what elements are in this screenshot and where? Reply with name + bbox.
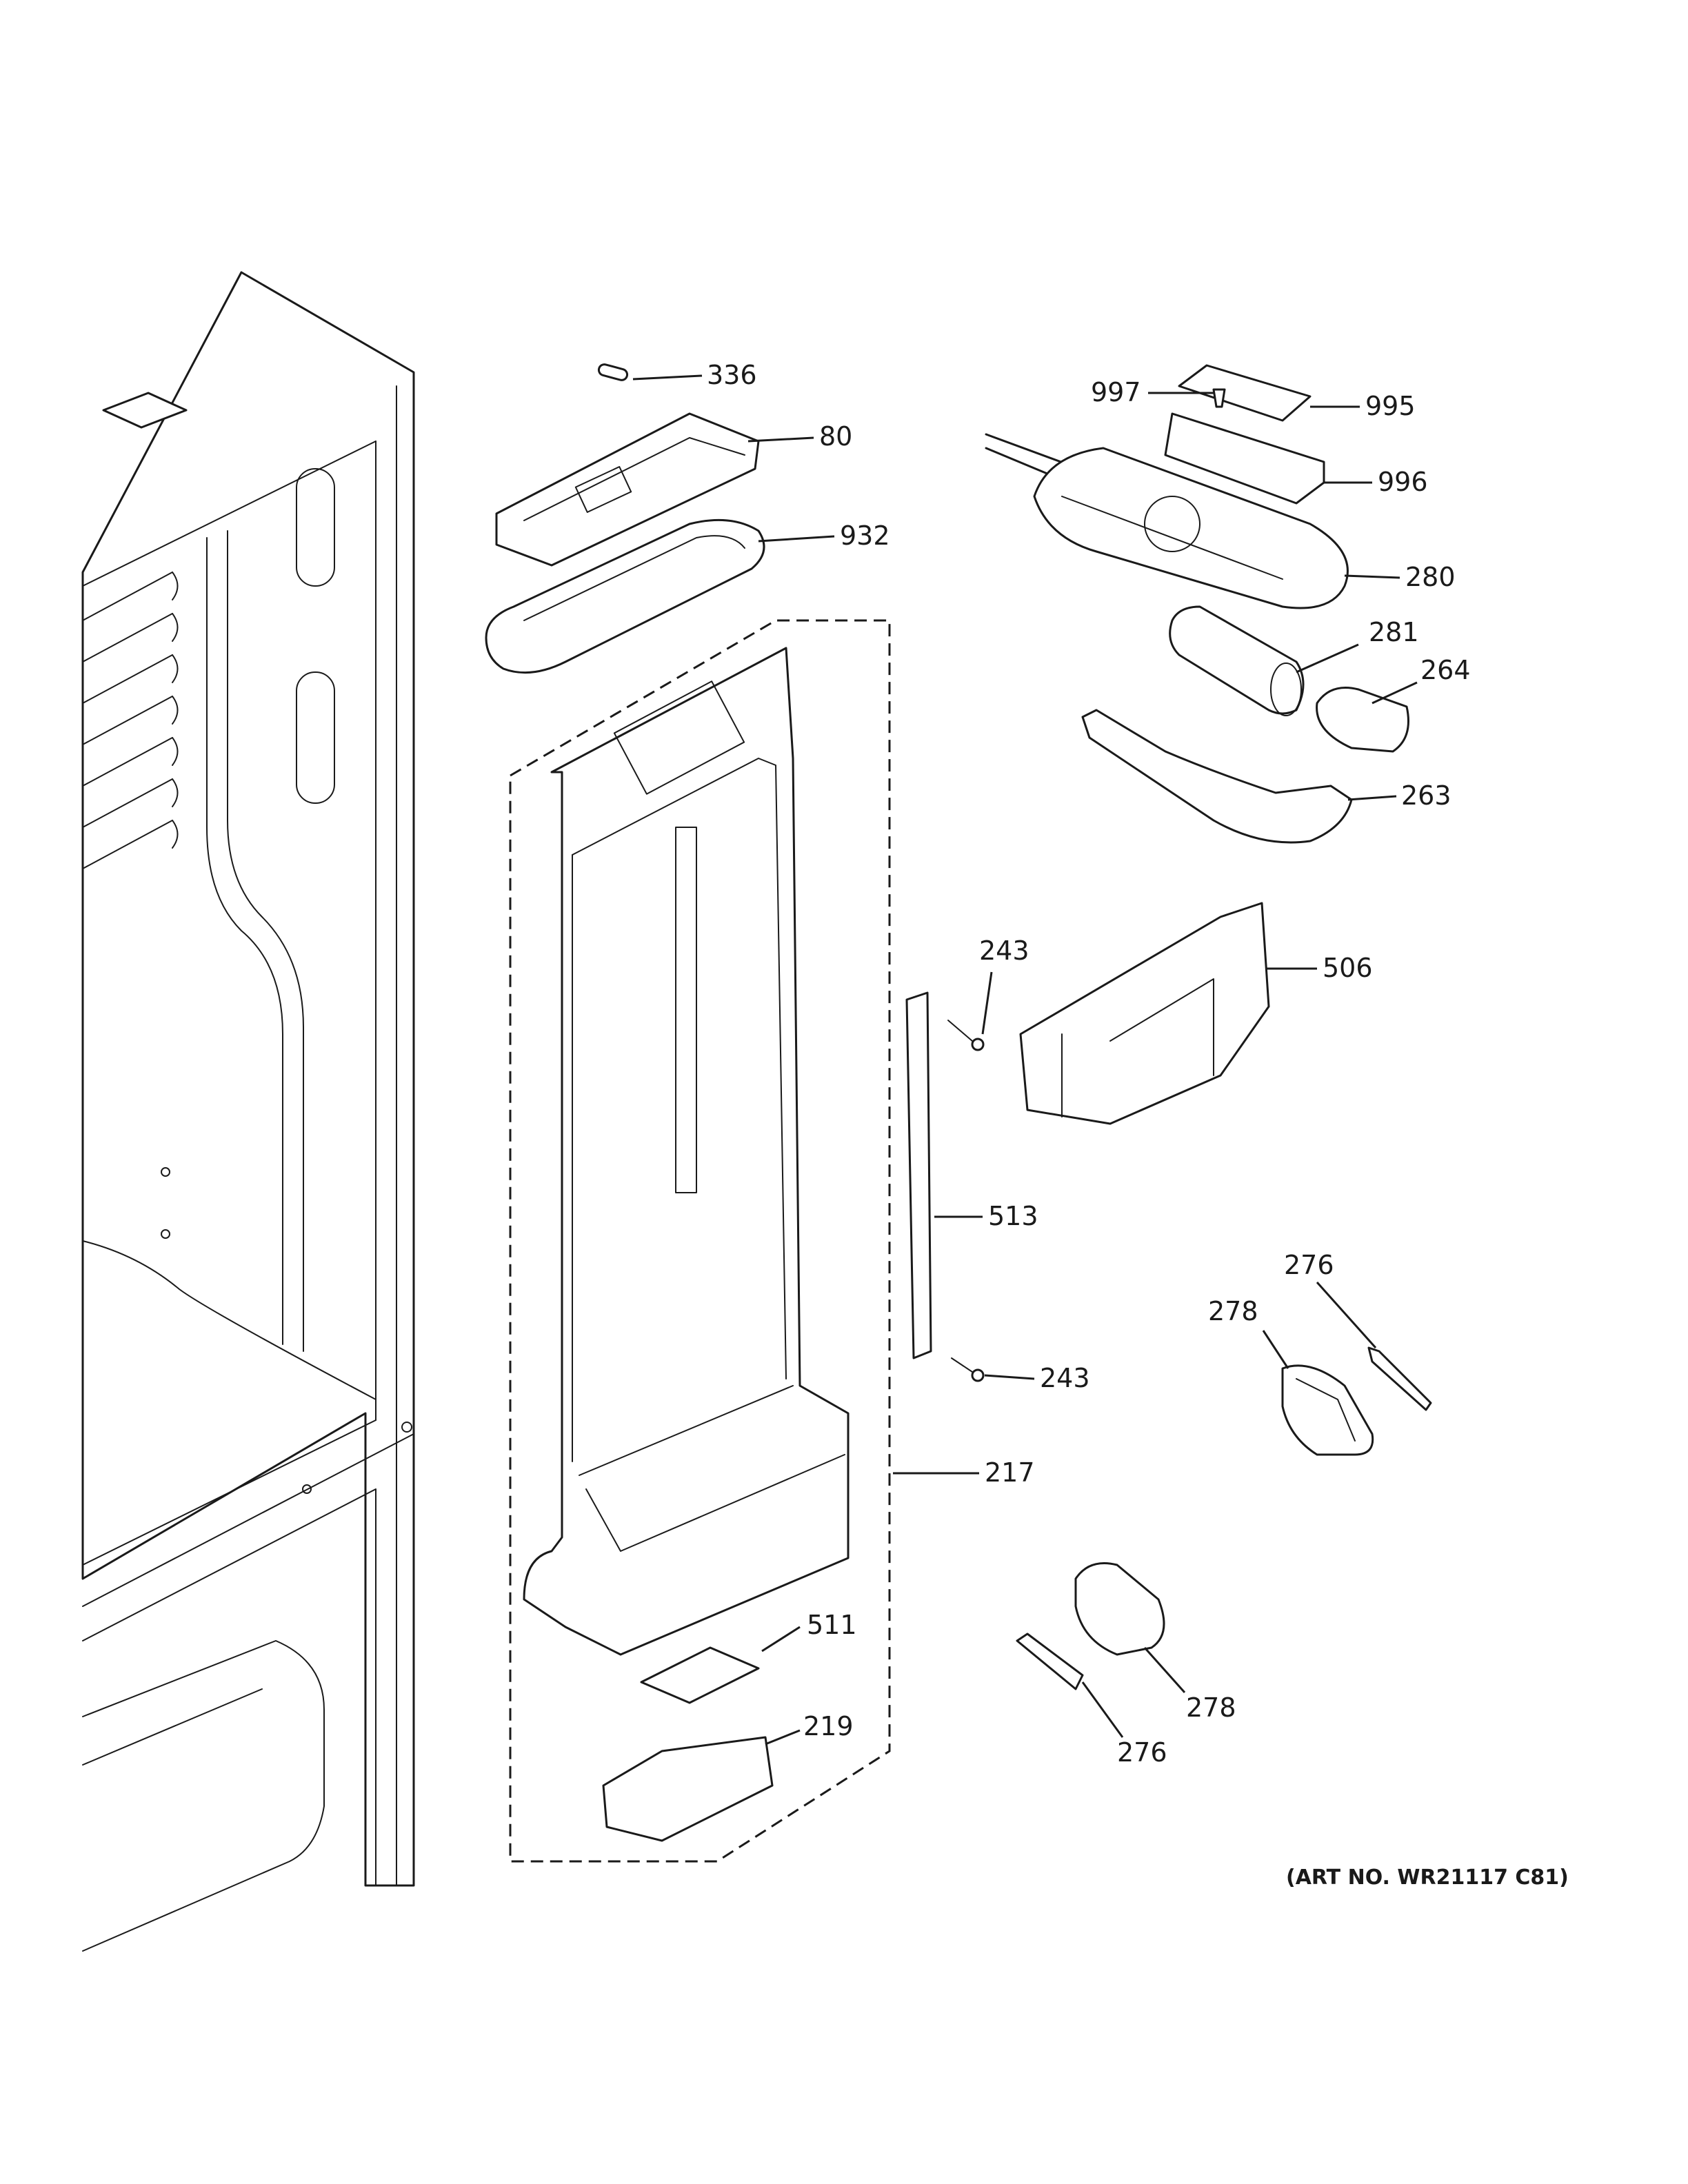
dispenser-chute-219: [602, 1736, 774, 1842]
dispenser-housing-280: [985, 433, 1349, 609]
board-bracket-996: [1164, 412, 1325, 505]
callout-276-upper: 276: [1284, 1250, 1334, 1280]
door-liner-217: [509, 619, 891, 1863]
filter-door-263: [1081, 709, 1353, 844]
refrigerator-cabinet: [81, 271, 415, 1952]
callout-281: 281: [1369, 617, 1419, 647]
mounting-rail-513: [905, 991, 932, 1359]
switch-housing-278-upper: [1281, 1364, 1374, 1456]
callout-217: 217: [985, 1457, 1035, 1488]
callout-506: 506: [1323, 953, 1373, 983]
top-cap-cover-932: [485, 518, 765, 674]
callout-243-lower: 243: [1040, 1363, 1090, 1393]
callout-932: 932: [840, 520, 890, 551]
art-number: (ART NO. WR21117 C81): [1286, 1866, 1569, 1890]
switch-276-lower: [1016, 1632, 1084, 1690]
water-filter-281: [1169, 605, 1305, 716]
screw-243-upper: [947, 1020, 985, 1051]
callout-997: 997: [1091, 377, 1141, 407]
callout-243-upper: 243: [979, 936, 1029, 966]
leader-lines: [632, 374, 1418, 1746]
callout-278-lower: 278: [1186, 1692, 1236, 1723]
hinge-pin-336: [597, 363, 629, 381]
screw-243-lower: [951, 1357, 985, 1382]
callout-995: 995: [1365, 391, 1416, 421]
callout-336: 336: [707, 360, 757, 390]
callout-80: 80: [819, 421, 852, 452]
dispenser-module-506: [1019, 902, 1270, 1125]
callout-280: 280: [1405, 562, 1456, 592]
callout-276-lower: 276: [1117, 1737, 1167, 1768]
callout-996: 996: [1378, 467, 1428, 497]
callout-263: 263: [1401, 780, 1451, 811]
screw-997: [1212, 388, 1226, 408]
callout-labels: 336 80 932 997 995 996 280 281 264 263 2…: [707, 360, 1471, 1768]
callout-219: 219: [803, 1711, 854, 1741]
control-board-995: [1178, 364, 1312, 422]
callout-511: 511: [807, 1610, 857, 1640]
filter-cap-264: [1316, 687, 1409, 753]
top-hinge-cover-80: [495, 412, 760, 567]
switch-housing-278-lower: [1074, 1562, 1165, 1656]
callout-513: 513: [988, 1201, 1038, 1231]
gasket-511: [640, 1646, 760, 1704]
callout-264: 264: [1420, 655, 1471, 685]
switch-276-upper: [1367, 1346, 1432, 1411]
callout-278-upper: 278: [1208, 1296, 1258, 1326]
